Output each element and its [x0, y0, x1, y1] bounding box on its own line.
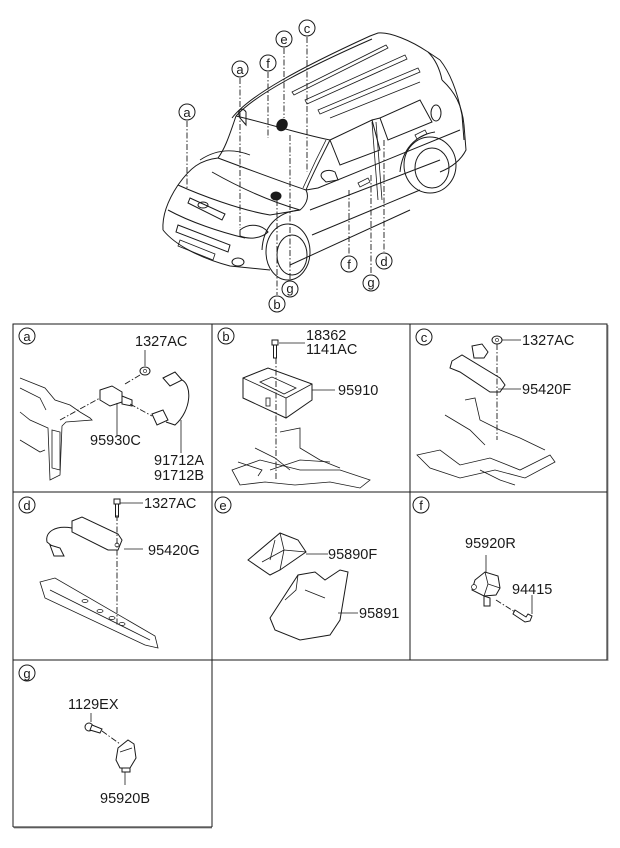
part-number: 1327AC — [135, 334, 187, 350]
callout-label: b — [222, 329, 229, 344]
callout-a-front: a — [178, 103, 196, 121]
panel-c: c 1327AC 95420F — [415, 328, 574, 486]
callout-label: f — [347, 257, 351, 272]
part-number: 95920R — [465, 536, 516, 552]
part-number: 95420F — [522, 382, 571, 398]
part-number: 18362 — [306, 328, 346, 344]
callout-label: d — [380, 254, 387, 269]
callout-c: c — [298, 19, 316, 37]
callout-label: c — [304, 21, 311, 36]
part-number: 95420G — [148, 543, 200, 559]
part-number: 91712A — [154, 453, 204, 469]
callout-g-front: g — [281, 280, 299, 298]
panel-g-badge: g — [18, 664, 36, 682]
panel-b: b 18362 1141AC 95910 — [217, 327, 378, 489]
callout-label: a — [23, 329, 31, 344]
callout-b: b — [268, 295, 286, 313]
callout-d: d — [375, 252, 393, 270]
panel-f: f 95920R 94415 — [412, 496, 552, 623]
panel-g: g 1129EX 95920B — [18, 664, 150, 807]
callout-f-side: f — [340, 255, 358, 273]
callout-label: e — [219, 498, 226, 513]
part-number: 1327AC — [522, 333, 574, 349]
part-number: 1129EX — [68, 697, 119, 713]
callout-label: g — [23, 666, 30, 681]
callout-label: f — [266, 56, 270, 71]
callout-label: d — [23, 498, 30, 513]
callout-label: g — [286, 281, 293, 296]
callout-label: g — [367, 275, 374, 290]
panel-c-badge: c — [415, 328, 433, 346]
part-number: 94415 — [512, 582, 552, 598]
part-number: 95891 — [359, 606, 399, 622]
callout-label: a — [183, 105, 191, 120]
part-number: 1327AC — [144, 496, 196, 512]
callout-label: e — [280, 32, 287, 47]
callout-f-top: f — [259, 54, 277, 72]
panel-d: d 1327AC 95420G — [18, 496, 200, 649]
panel-a: a 1327AC 95930C 91712A 91712B — [18, 327, 204, 484]
panel-grid-lines — [12, 323, 609, 829]
part-number: 95910 — [338, 383, 378, 399]
panel-e: e 95890F 95891 — [214, 496, 399, 641]
panel-b-badge: b — [217, 327, 235, 345]
leader-lines — [186, 37, 385, 295]
panel-e-badge: e — [214, 496, 232, 514]
vehicle-outline — [162, 32, 467, 281]
callout-e: e — [275, 30, 293, 48]
panel-a-badge: a — [18, 327, 36, 345]
part-number: 95920B — [100, 791, 150, 807]
vehicle-overview: a a f e c b g f g d — [162, 19, 467, 313]
panel-d-badge: d — [18, 496, 36, 514]
part-number: 91712B — [154, 468, 204, 484]
callout-label: f — [419, 498, 423, 513]
callout-a-hood: a — [231, 60, 249, 78]
part-number: 95890F — [328, 547, 377, 563]
part-number: 1141AC — [306, 342, 357, 358]
callout-label: c — [421, 330, 428, 345]
callout-g-side: g — [362, 274, 380, 292]
callout-label: a — [236, 62, 244, 77]
part-number: 95930C — [90, 433, 141, 449]
callout-label: b — [273, 297, 280, 312]
panel-f-badge: f — [412, 496, 430, 514]
